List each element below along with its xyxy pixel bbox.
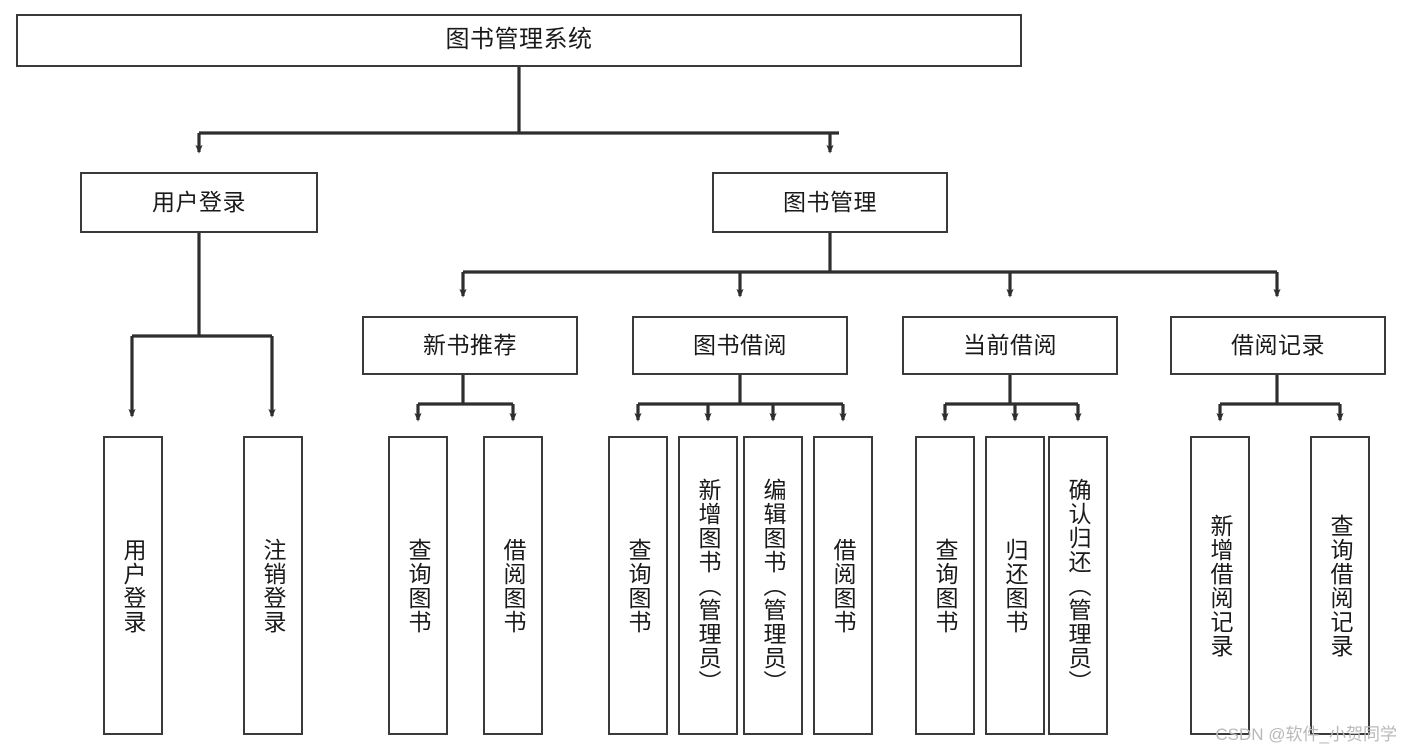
node-root-book-management-system[interactable]: 图书管理系统 bbox=[16, 14, 1022, 67]
csdn-watermark: CSDN @软件_小贺同学 bbox=[1215, 725, 1397, 744]
leaf-edit-book-admin[interactable]: 编辑图书（管理员） bbox=[743, 436, 803, 735]
node-label: 注销登录 bbox=[260, 537, 287, 634]
leaf-borrow-book-new-recommend[interactable]: 借阅图书 bbox=[483, 436, 543, 735]
node-label: 借阅记录 bbox=[1231, 331, 1325, 358]
leaf-query-book-borrow[interactable]: 查询图书 bbox=[608, 436, 668, 735]
leaf-add-borrow-record[interactable]: 新增借阅记录 bbox=[1190, 436, 1250, 735]
node-label: 用户登录 bbox=[120, 537, 147, 634]
node-label: 确认归还（管理员） bbox=[1065, 477, 1092, 694]
node-label: 图书借阅 bbox=[693, 331, 787, 358]
leaf-confirm-return-admin[interactable]: 确认归还（管理员） bbox=[1048, 436, 1108, 735]
leaf-logout-login[interactable]: 注销登录 bbox=[243, 436, 303, 735]
leaf-add-book-admin[interactable]: 新增图书（管理员） bbox=[678, 436, 738, 735]
leaf-query-borrow-record[interactable]: 查询借阅记录 bbox=[1310, 436, 1370, 735]
leaf-borrow-book-borrow[interactable]: 借阅图书 bbox=[813, 436, 873, 735]
node-label: 编辑图书（管理员） bbox=[760, 477, 787, 694]
node-new-book-recommend[interactable]: 新书推荐 bbox=[362, 316, 578, 375]
node-label: 新书推荐 bbox=[423, 331, 517, 358]
node-current-borrow[interactable]: 当前借阅 bbox=[902, 316, 1118, 375]
node-book-management[interactable]: 图书管理 bbox=[712, 172, 948, 233]
leaf-query-book-current[interactable]: 查询图书 bbox=[915, 436, 975, 735]
leaf-query-book-new-recommend[interactable]: 查询图书 bbox=[388, 436, 448, 735]
node-label: 新增借阅记录 bbox=[1207, 513, 1234, 658]
node-label: 当前借阅 bbox=[963, 331, 1057, 358]
node-label: 图书管理 bbox=[783, 188, 877, 215]
node-label: 查询图书 bbox=[405, 537, 432, 634]
node-borrow-record[interactable]: 借阅记录 bbox=[1170, 316, 1386, 375]
node-label: 借阅图书 bbox=[830, 537, 857, 634]
node-label: 查询图书 bbox=[932, 537, 959, 634]
leaf-return-book[interactable]: 归还图书 bbox=[985, 436, 1045, 735]
node-label: 图书管理系统 bbox=[445, 26, 593, 54]
node-label: 新增图书（管理员） bbox=[695, 477, 722, 694]
node-label: 查询借阅记录 bbox=[1327, 513, 1354, 658]
node-label: 借阅图书 bbox=[500, 537, 527, 634]
node-user-login[interactable]: 用户登录 bbox=[80, 172, 318, 233]
leaf-user-login[interactable]: 用户登录 bbox=[103, 436, 163, 735]
node-label: 用户登录 bbox=[152, 188, 246, 215]
node-label: 查询图书 bbox=[625, 537, 652, 634]
node-book-borrow[interactable]: 图书借阅 bbox=[632, 316, 848, 375]
node-label: 归还图书 bbox=[1002, 537, 1029, 634]
